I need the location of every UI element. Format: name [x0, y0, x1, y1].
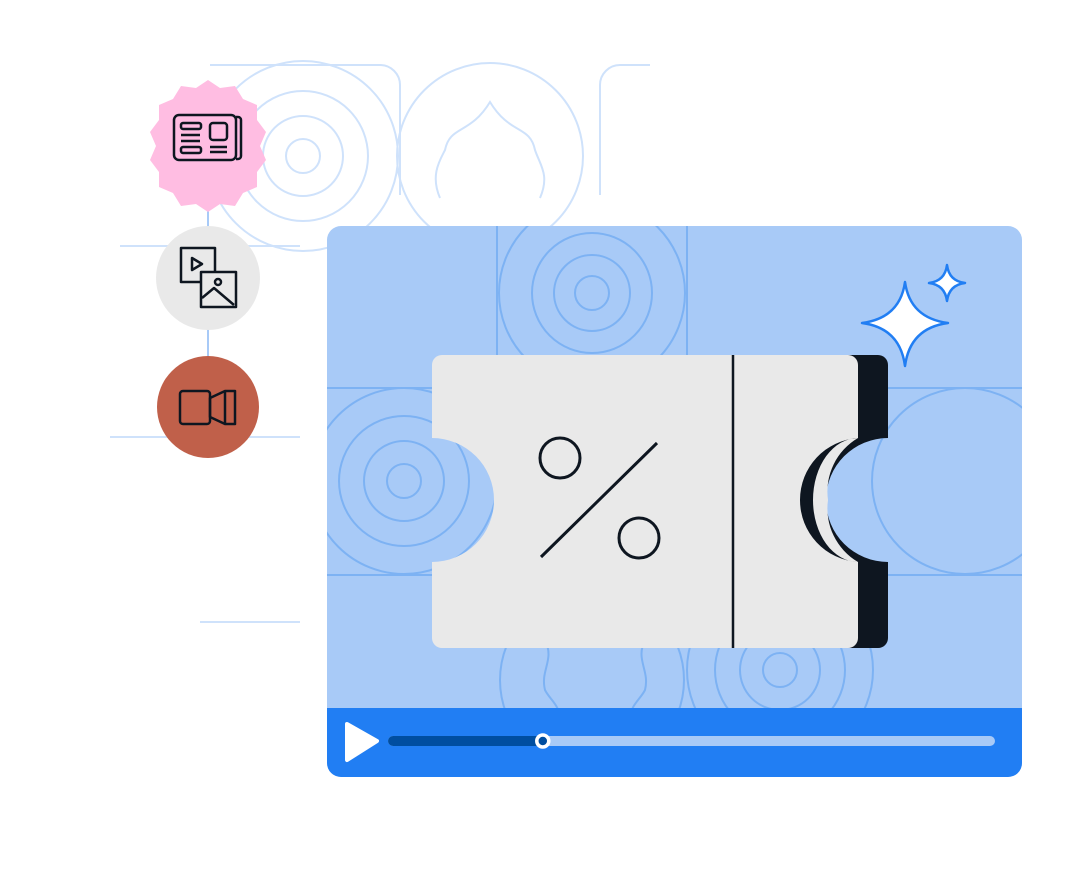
- progress-thumb[interactable]: [535, 733, 551, 749]
- video-camera-icon: [178, 389, 237, 426]
- sparkle-icon: [860, 263, 967, 368]
- ticket-body: [432, 355, 858, 648]
- percent-icon: [538, 436, 661, 560]
- progress-slider[interactable]: [388, 733, 995, 749]
- media-gallery-icon: [179, 246, 238, 309]
- side-icon-news[interactable]: [150, 80, 266, 212]
- video-player[interactable]: [311, 200, 1058, 778]
- side-icon-video[interactable]: [157, 356, 259, 458]
- progress-played: [388, 736, 543, 746]
- discount-ticket-icon: [432, 355, 888, 648]
- news-card-icon: [172, 113, 243, 162]
- play-icon[interactable]: [345, 722, 379, 762]
- side-icon-media[interactable]: [156, 226, 260, 330]
- scalloped-badge: [150, 80, 266, 212]
